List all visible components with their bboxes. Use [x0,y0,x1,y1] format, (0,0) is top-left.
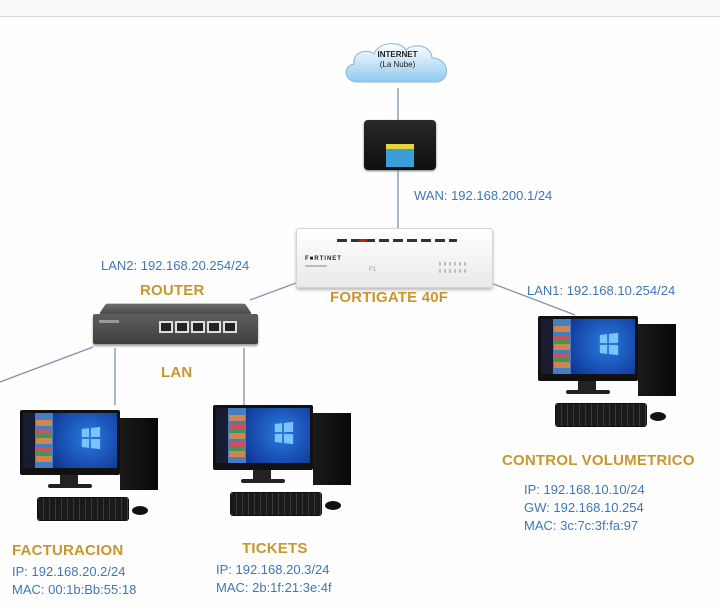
router-front [93,314,258,344]
windows-logo-icon [599,332,619,356]
router-device [93,300,258,346]
monitor [20,410,120,475]
host-mac: MAC: 00:1b:Bb:55:18 [12,582,137,597]
host-name: FACTURACION [12,542,124,559]
host-name: CONTROL VOLUMETRICO [502,452,695,469]
ethernet-port [159,321,173,333]
wan-label: WAN: 192.168.200.1/24 [414,188,553,203]
router-lid [99,303,252,314]
pc-facturacion [20,410,165,525]
host-info: IP: 192.168.20.3/24 MAC: 2b:1f:21:3e:4f [216,561,332,597]
monitor-stand [60,475,78,485]
link-router-left [0,346,94,383]
ethernet-port [223,321,237,333]
monitor-stand [578,381,596,391]
ethernet-port [191,321,205,333]
lan-segment-label: LAN [161,364,193,381]
router-title: ROUTER [140,282,205,299]
lan1-label: LAN1: 192.168.10.254/24 [527,283,676,298]
host-mac: MAC: 3c:7c:3f:fa:97 [524,518,639,533]
host-ip: IP: 192.168.20.2/24 [12,564,126,579]
monitor [538,316,638,381]
fortinet-top-logo [337,239,457,242]
link-firewall-router [249,282,297,301]
mouse-icon [325,501,341,510]
mouse-icon [132,506,148,515]
internet-cloud: INTERNET (La Nube) [340,38,455,90]
host-mac: MAC: 2b:1f:21:3e:4f [216,580,332,595]
monitor [213,405,313,470]
monitor-base [48,484,92,488]
pc-tower [638,324,676,396]
lan2-label: LAN2: 192.168.20.254/24 [101,258,250,273]
host-info: IP: 192.168.20.2/24 MAC: 00:1b:Bb:55:18 [12,563,136,599]
host-ip: IP: 192.168.20.3/24 [216,562,330,577]
keyboard-icon [231,493,321,515]
pc-tower [120,418,158,490]
ethernet-port [175,321,189,333]
model-text [305,265,327,267]
monitor-base [566,390,610,394]
host-gw: GW: 192.168.10.254 [524,500,644,515]
ethernet-port [207,321,221,333]
host-info: IP: 192.168.10.10/24 GW: 192.168.10.254 … [524,481,645,535]
front-text: F1 [369,267,377,273]
pc-tower [313,413,351,485]
windows-logo-icon [274,421,294,445]
monitor-stand [253,470,271,480]
router-brand [99,320,119,323]
host-name: TICKETS [242,540,308,557]
windows-logo-icon [81,426,101,450]
mouse-icon [650,412,666,421]
fortigate-device: F■RTINET F1 [296,228,493,288]
start-tiles [554,326,570,368]
modem-screen [386,144,414,167]
modem-device [364,120,436,170]
start-tiles [36,420,52,462]
fortigate-title: FORTIGATE 40F [330,289,449,306]
status-leds [439,262,469,273]
start-tiles [229,415,245,457]
cloud-icon [345,43,447,83]
pc-tickets [213,405,358,520]
pc-control-volumetrico [538,316,683,431]
internet-subtitle: (La Nube) [379,60,416,69]
internet-label: INTERNET (La Nube) [340,50,455,70]
fortinet-logo: F■RTINET [305,256,342,262]
keyboard-icon [38,498,128,520]
monitor-base [241,479,285,483]
host-ip: IP: 192.168.10.10/24 [524,482,645,497]
top-bar [0,0,720,17]
link-firewall-pc3 [490,282,576,316]
keyboard-icon [556,404,646,426]
internet-title: INTERNET [377,50,418,59]
